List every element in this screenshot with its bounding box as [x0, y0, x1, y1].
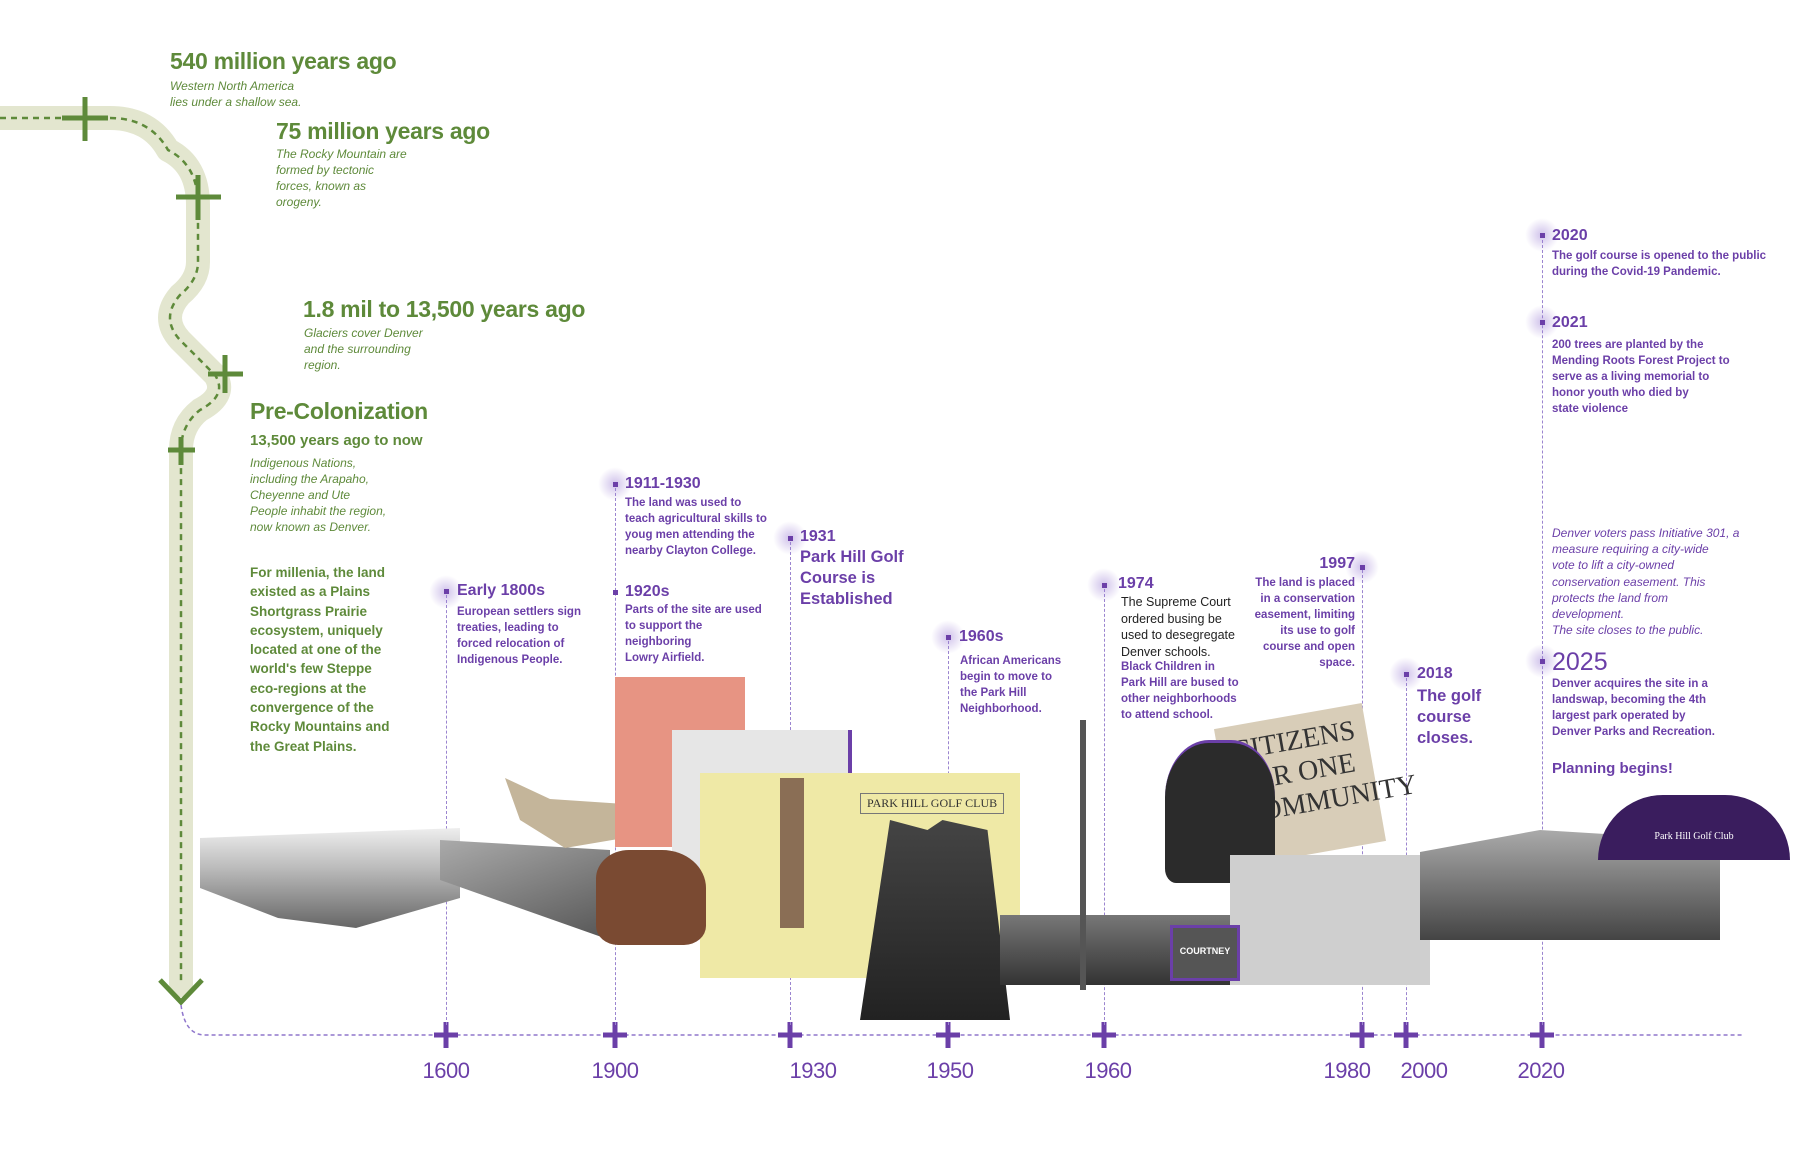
event-dot: [1540, 233, 1545, 238]
event-desc: Parts of the site are used to support th…: [625, 604, 762, 664]
event-desc-emphasis: Black Children in Park Hill are bused to…: [1121, 661, 1239, 721]
axis-tick-label: 2000: [1400, 1058, 1448, 1083]
event-dot: [946, 635, 951, 640]
photo-cow: [596, 850, 706, 945]
event-year: 2018: [1417, 665, 1453, 682]
axis-tick-label: 1600: [422, 1058, 470, 1083]
event-desc: African Americans begin to move to the P…: [960, 655, 1062, 715]
geologic-cross-marks: [62, 97, 243, 465]
event-desc: The land is placed in a conservation eas…: [1254, 577, 1355, 669]
event-desc: 200 trees are planted by the Mending Roo…: [1552, 339, 1730, 415]
event-desc: The land was used to teach agricultural …: [625, 497, 767, 557]
photo-flagpole: [1080, 720, 1086, 990]
geologic-title: 540 million years ago: [170, 48, 397, 74]
axis-tick-label: 1950: [926, 1058, 974, 1083]
event-desc: European settlers sign treaties, leading…: [457, 606, 581, 666]
event-desc: Park Hill Golf Course is Established: [800, 548, 904, 608]
event-year: 1997: [1319, 555, 1355, 572]
event-dot: [1360, 565, 1365, 570]
golf-plan-title: PARK HILL GOLF CLUB: [860, 793, 1005, 814]
event-desc: The Supreme Court ordered busing be used…: [1121, 595, 1235, 659]
event-year: 2020: [1552, 227, 1588, 244]
arrow-down-icon: [158, 978, 204, 1006]
precolonization-body: For millenia, the land existed as a Plai…: [250, 565, 390, 754]
event-dot: [1102, 583, 1107, 588]
axis-tick-label: 1960: [1084, 1058, 1132, 1083]
axis-tick-label: 1980: [1323, 1058, 1371, 1083]
timeline-axis: [180, 1004, 1742, 1036]
axis-tick-label: 2020: [1517, 1058, 1565, 1083]
event-desc: The golf course is opened to the public …: [1552, 250, 1767, 278]
event-dot: [1404, 672, 1409, 677]
event-year: 1931: [800, 528, 836, 545]
event-year: Early 1800s: [457, 582, 546, 599]
event-line: [1104, 589, 1105, 1025]
geologic-title: 1.8 mil to 13,500 years ago: [303, 296, 586, 322]
clubhouse-sign-text: Park Hill Golf Club: [1654, 831, 1734, 842]
photo-school: [1230, 855, 1430, 985]
event-year: 1974: [1118, 575, 1154, 592]
geologic-desc: The Rocky Mountain are formed by tectoni…: [276, 147, 407, 209]
event-year: 1960s: [959, 628, 1004, 645]
geologic-title: 75 million years ago: [276, 118, 490, 144]
event-line: [1542, 240, 1543, 1025]
event-dot: [613, 482, 618, 487]
school-sign-text: COURTNEY: [1179, 946, 1231, 956]
event-dot: [788, 536, 793, 541]
event-desc: The golf course closes.: [1417, 687, 1482, 747]
event-dot: [613, 590, 618, 595]
photo-farmer: [780, 778, 804, 928]
initiative-desc: Denver voters pass Initiative 301, a mea…: [1552, 526, 1740, 638]
event-year: 1920s: [625, 583, 670, 600]
event-line: [446, 595, 447, 1025]
planning-begins: Planning begins!: [1552, 760, 1673, 777]
geologic-desc: Western North America lies under a shall…: [170, 79, 302, 109]
event-year: 2021: [1552, 314, 1588, 331]
event-year: 2025: [1552, 648, 1608, 676]
photo-school-sign: COURTNEY: [1170, 925, 1240, 981]
photo-clubhouse: Park Hill Golf Club: [1598, 795, 1790, 860]
precolonization-desc: Indigenous Nations, including the Arapah…: [250, 456, 387, 534]
event-dot: [1540, 659, 1545, 664]
event-dot: [444, 589, 449, 594]
event-dot: [1540, 320, 1545, 325]
event-desc: Denver acquires the site in a landswap, …: [1552, 678, 1715, 738]
event-line: [1406, 678, 1407, 1025]
axis-tick-label: 1930: [789, 1058, 837, 1083]
axis-tick-marks: [434, 1022, 1554, 1048]
precolonization-subtitle: 13,500 years ago to now: [250, 432, 423, 449]
event-year: 1911-1930: [625, 475, 701, 492]
axis-tick-label: 1900: [591, 1058, 639, 1083]
precolonization-title: Pre-Colonization: [250, 398, 428, 424]
geologic-desc: Glaciers cover Denver and the surroundin…: [304, 326, 423, 372]
